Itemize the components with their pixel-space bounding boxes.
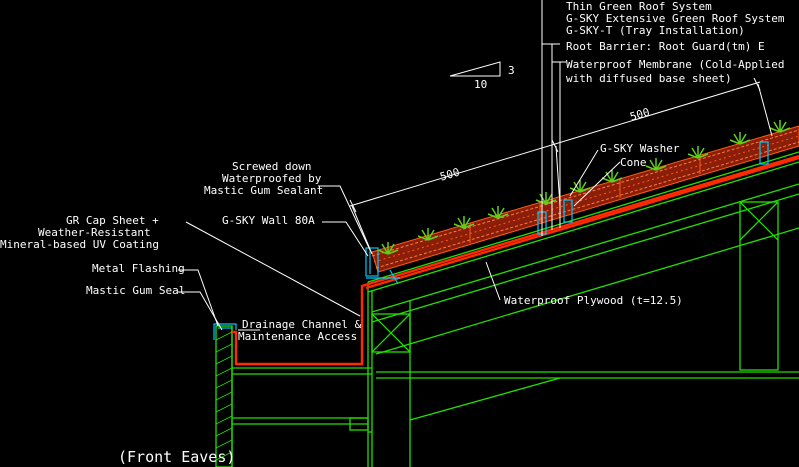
label-root-barrier: Root Barrier: Root Guard(tm) E — [566, 40, 765, 53]
label-drainage-line1: Drainage Channel & — [242, 318, 362, 331]
slope-rise: 3 — [508, 64, 515, 77]
wall-hatch — [215, 331, 233, 461]
label-thin-green-roof: Thin Green Roof System — [566, 0, 712, 13]
label-cap-line1: GR Cap Sheet + — [66, 214, 159, 227]
label-screwed-line2: Waterproofed by — [222, 172, 322, 185]
label-metal-flashing: Metal Flashing — [92, 262, 185, 275]
roof-structure — [215, 151, 799, 467]
label-mastic-gum: Mastic Gum Seal — [86, 284, 185, 297]
label-cap-line3: Mineral-based UV Coating — [0, 238, 159, 251]
slope-indicator — [449, 61, 501, 77]
green-roof-tray — [371, 125, 799, 273]
label-membrane-line2: with diffused base sheet) — [566, 72, 732, 85]
drawing-caption: (Front Eaves) — [118, 448, 235, 466]
label-screwed-line3: Mastic Gum Sealant — [204, 184, 323, 197]
label-drainage-line2: Maintenance Access — [238, 330, 357, 343]
label-gsky-extensive: G-SKY Extensive Green Roof System — [566, 12, 785, 25]
label-cap-line2: Weather-Resistant — [38, 226, 151, 239]
gsky-wall-80a — [365, 247, 400, 285]
label-screwed-line1: Screwed down — [232, 160, 311, 173]
dimension-500-upper: 500 — [628, 105, 651, 123]
waterproof-membrane — [232, 154, 799, 366]
dimension-lines — [349, 77, 773, 255]
slope-run: 10 — [474, 78, 487, 91]
label-plywood: Waterproof Plywood (t=12.5) — [504, 294, 683, 307]
label-gsky-tray: G-SKY-T (Tray Installation) — [566, 24, 745, 37]
label-gsky-wall: G-SKY Wall 80A — [222, 214, 315, 227]
label-membrane-line1: Waterproof Membrane (Cold-Applied — [566, 58, 785, 71]
sedum-plants — [377, 120, 791, 255]
leader-lines — [178, 0, 621, 331]
label-cone: Cone — [620, 156, 647, 169]
label-washer: G-SKY Washer — [600, 142, 680, 155]
dimension-500-lower: 500 — [438, 165, 461, 183]
